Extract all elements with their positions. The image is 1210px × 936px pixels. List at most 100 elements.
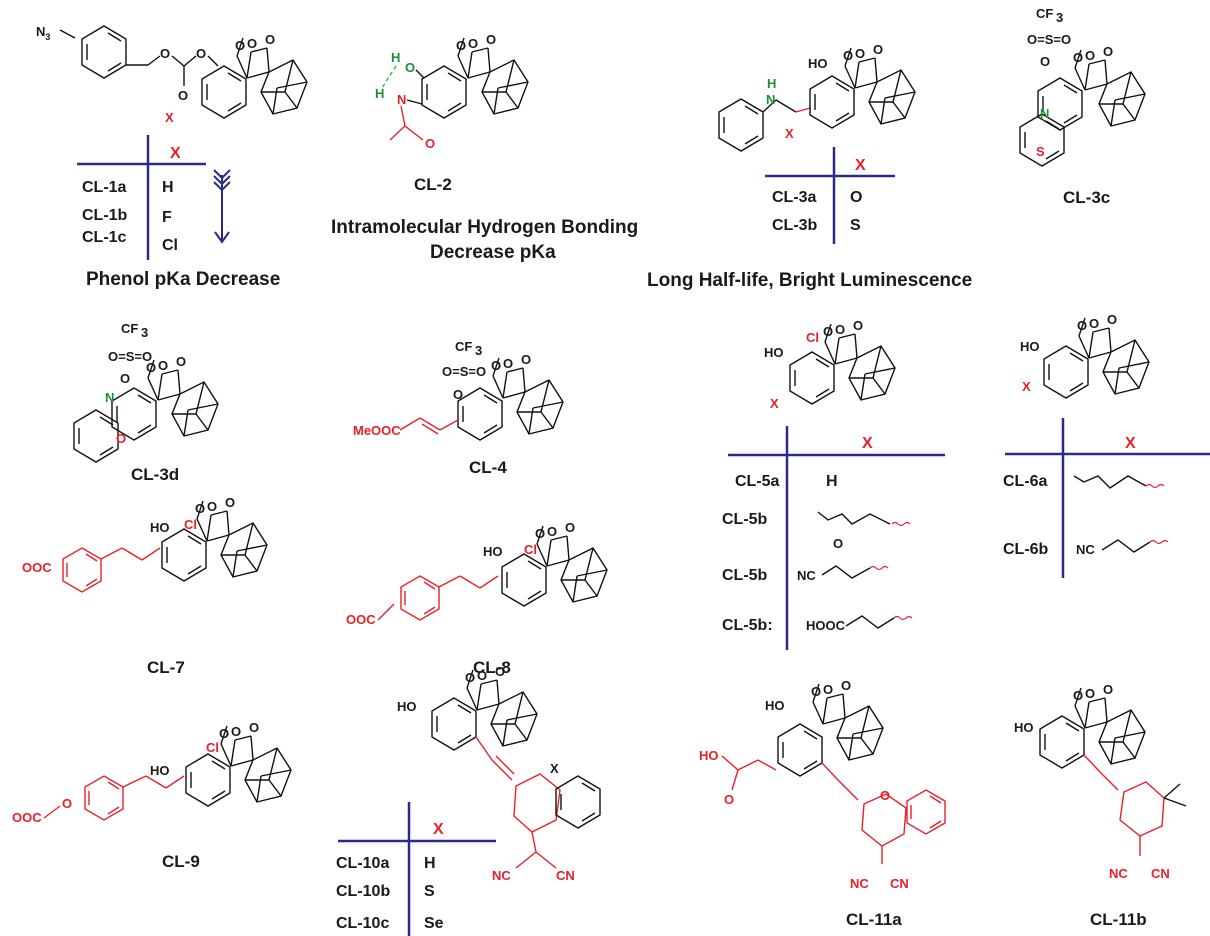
- svg-text:Se: Se: [424, 915, 444, 932]
- cl-4-label: CL-4: [469, 458, 507, 477]
- svg-text:HO: HO: [808, 56, 828, 71]
- svg-text:HOOC: HOOC: [806, 618, 846, 633]
- svg-text:CF: CF: [1036, 6, 1053, 21]
- svg-text:HO: HO: [1020, 339, 1040, 354]
- svg-text:Cl: Cl: [524, 542, 537, 557]
- svg-text:X: X: [1125, 435, 1136, 452]
- svg-text:CL-10b: CL-10b: [336, 883, 390, 900]
- svg-text:HO: HO: [483, 544, 503, 559]
- svg-text:CL-1c: CL-1c: [82, 229, 127, 246]
- pka-decrease-arrow: [213, 169, 231, 244]
- svg-text:O: O: [160, 46, 170, 61]
- svg-text:CL-5b: CL-5b: [722, 567, 768, 584]
- cl-1-x-substituent: X: [165, 110, 174, 125]
- caption-phenol-pka: Phenol pKa Decrease: [86, 269, 280, 290]
- svg-text:CL-5b:: CL-5b:: [722, 617, 773, 634]
- svg-text:CL-5b: CL-5b: [722, 511, 768, 528]
- svg-text:O: O: [405, 60, 415, 75]
- cl-11b-structure: HO NC CN: [1014, 681, 1187, 881]
- svg-text:NC: NC: [492, 868, 511, 883]
- cl-11a-label: CL-11a: [846, 910, 902, 929]
- svg-text:OOC: OOC: [12, 810, 42, 825]
- svg-text:S: S: [850, 217, 861, 234]
- svg-text:X: X: [550, 761, 559, 776]
- svg-text:CN: CN: [1151, 866, 1170, 881]
- cl-2-structure: H O H N O: [375, 31, 529, 151]
- svg-text:OOC: OOC: [22, 560, 52, 575]
- svg-text:HO: HO: [699, 748, 719, 763]
- svg-text:X: X: [785, 126, 794, 141]
- cl-11b-label: CL-11b: [1090, 910, 1147, 929]
- cl-6-table: X CL-6a CL-6b NC: [1003, 418, 1210, 578]
- svg-text:X: X: [855, 157, 866, 174]
- svg-text:CF: CF: [455, 339, 472, 354]
- svg-text:O: O: [453, 387, 463, 402]
- svg-text:N: N: [105, 390, 114, 405]
- cl-2-label: CL-2: [414, 175, 452, 194]
- svg-text:O: O: [196, 46, 206, 61]
- cl-3d-label: CL-3d: [131, 465, 179, 484]
- svg-text:MeOOC: MeOOC: [353, 423, 401, 438]
- svg-text:H: H: [767, 76, 776, 91]
- svg-text:O: O: [833, 536, 843, 551]
- svg-text:3: 3: [475, 343, 482, 358]
- svg-text:CN: CN: [556, 868, 575, 883]
- svg-text:OOC: OOC: [346, 612, 376, 627]
- cl-3c-label: CL-3c: [1063, 188, 1110, 207]
- svg-text:CL-10a: CL-10a: [336, 855, 389, 872]
- svg-text:HO: HO: [397, 699, 417, 714]
- cl-10-structure: HO X NC CN: [397, 663, 601, 883]
- svg-text:Cl: Cl: [206, 740, 219, 755]
- svg-text:CL-6a: CL-6a: [1003, 473, 1048, 490]
- cl-11a-structure: HO O HO O NC CN: [699, 677, 946, 891]
- svg-text:CL-10c: CL-10c: [336, 915, 389, 932]
- svg-text:X: X: [770, 396, 779, 411]
- cl-8-structure: OOC Cl HO: [346, 519, 608, 627]
- svg-text:CL-3b: CL-3b: [772, 217, 818, 234]
- svg-text:O: O: [850, 189, 862, 206]
- svg-text:Cl: Cl: [184, 517, 197, 532]
- svg-text:O=S=O: O=S=O: [442, 364, 486, 379]
- svg-text:H: H: [826, 473, 838, 490]
- azide-label: N3: [36, 24, 50, 42]
- svg-text:O=S=O: O=S=O: [1027, 32, 1071, 47]
- cl-3-table: X CL-3a O CL-3b S: [765, 147, 895, 244]
- cl-1-structure: N3 O O O X: [36, 24, 308, 125]
- cl-1-table: X CL-1a H CL-1b F CL-1c Cl: [77, 135, 231, 260]
- caption-hbond-2: Decrease pKa: [430, 242, 556, 263]
- cl-7-label: CL-7: [147, 658, 185, 677]
- svg-text:3: 3: [141, 325, 148, 340]
- svg-text:F: F: [162, 209, 172, 226]
- cl-9-structure: OOC O Cl HO: [12, 719, 292, 825]
- svg-text:Cl: Cl: [162, 237, 178, 254]
- svg-text:Cl: Cl: [806, 330, 819, 345]
- svg-text:HO: HO: [150, 763, 170, 778]
- svg-text:H: H: [424, 855, 436, 872]
- cl-6-structure: HO X: [1020, 311, 1150, 399]
- svg-text:CL-1a: CL-1a: [82, 179, 127, 196]
- svg-text:O: O: [116, 431, 126, 446]
- svg-text:N: N: [397, 92, 406, 107]
- svg-text:H: H: [391, 50, 400, 65]
- svg-text:CL-3a: CL-3a: [772, 189, 817, 206]
- svg-text:X: X: [170, 145, 181, 162]
- svg-text:CF: CF: [121, 321, 138, 336]
- svg-text:HO: HO: [150, 520, 170, 535]
- svg-text:H: H: [375, 86, 384, 101]
- svg-text:S: S: [424, 883, 435, 900]
- svg-text:CL-5a: CL-5a: [735, 473, 780, 490]
- cl-5-structure: Cl HO X: [764, 317, 896, 411]
- svg-text:3: 3: [1056, 10, 1063, 25]
- svg-text:S: S: [1036, 144, 1045, 159]
- svg-text:O: O: [1040, 54, 1050, 69]
- svg-text:N: N: [766, 92, 775, 107]
- svg-text:O: O: [120, 371, 130, 386]
- svg-text:O: O: [724, 792, 734, 807]
- svg-text:NC: NC: [1076, 542, 1095, 557]
- cl-3ab-structure: N H X HO: [718, 41, 916, 152]
- svg-text:H: H: [162, 179, 174, 196]
- caption-hbond-1: Intramolecular Hydrogen Bonding: [331, 217, 638, 238]
